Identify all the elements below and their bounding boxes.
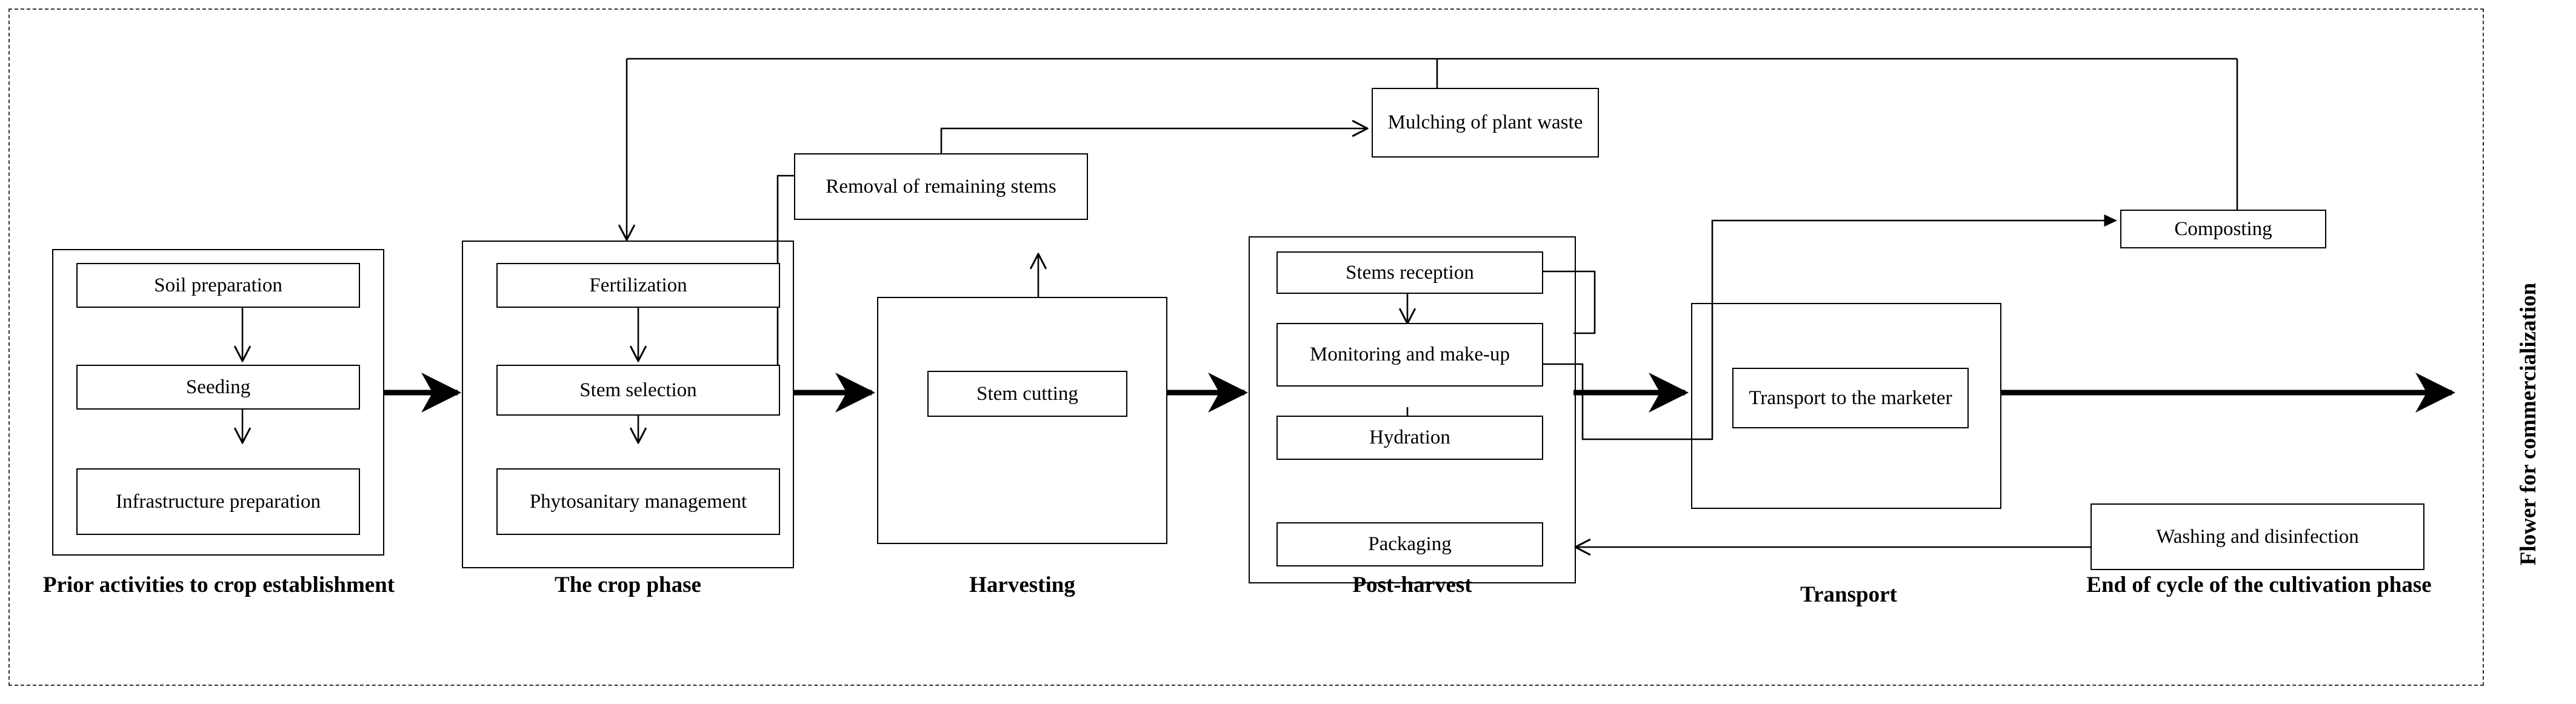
phase-group-harvesting xyxy=(877,297,1167,544)
step-soil-preparation[interactable]: Soil preparation xyxy=(76,263,360,308)
phase-label-prior: Prior activities to crop establishment xyxy=(42,573,395,597)
phase-label-crop: The crop phase xyxy=(555,573,701,597)
step-stem-cutting[interactable]: Stem cutting xyxy=(927,371,1127,417)
step-phytosanitary-management[interactable]: Phytosanitary management xyxy=(496,468,780,535)
node-removal-of-remaining-stems[interactable]: Removal of remaining stems xyxy=(794,153,1088,220)
node-composting[interactable]: Composting xyxy=(2120,210,2326,248)
step-hydration[interactable]: Hydration xyxy=(1276,416,1543,460)
step-transport-to-the-marketer[interactable]: Transport to the marketer xyxy=(1732,368,1969,428)
process-boundary xyxy=(8,8,2484,686)
phase-label-post-harvest: Post-harvest xyxy=(1352,573,1472,597)
phase-label-transport: Transport xyxy=(1800,582,1897,607)
node-mulching-of-plant-waste[interactable]: Mulching of plant waste xyxy=(1372,88,1599,158)
phase-group-prior xyxy=(52,249,384,556)
step-monitoring-and-make-up[interactable]: Monitoring and make-up xyxy=(1276,323,1543,387)
step-stems-reception[interactable]: Stems reception xyxy=(1276,251,1543,294)
phase-group-post-harvest xyxy=(1249,236,1576,583)
step-washing-and-disinfection[interactable]: Washing and disinfection xyxy=(2090,503,2424,570)
step-stem-selection[interactable]: Stem selection xyxy=(496,365,780,416)
step-fertilization[interactable]: Fertilization xyxy=(496,263,780,308)
phase-group-transport xyxy=(1691,303,2001,509)
step-infrastructure-preparation[interactable]: Infrastructure preparation xyxy=(76,468,360,535)
step-packaging[interactable]: Packaging xyxy=(1276,522,1543,566)
output-label-flower-for-commercialization: Flower for commercialization xyxy=(2516,282,2541,566)
phase-group-crop xyxy=(462,241,794,568)
phase-label-end-of-cycle: End of cycle of the cultivation phase xyxy=(2086,573,2432,597)
phase-label-harvesting: Harvesting xyxy=(969,573,1075,597)
step-seeding[interactable]: Seeding xyxy=(76,365,360,410)
